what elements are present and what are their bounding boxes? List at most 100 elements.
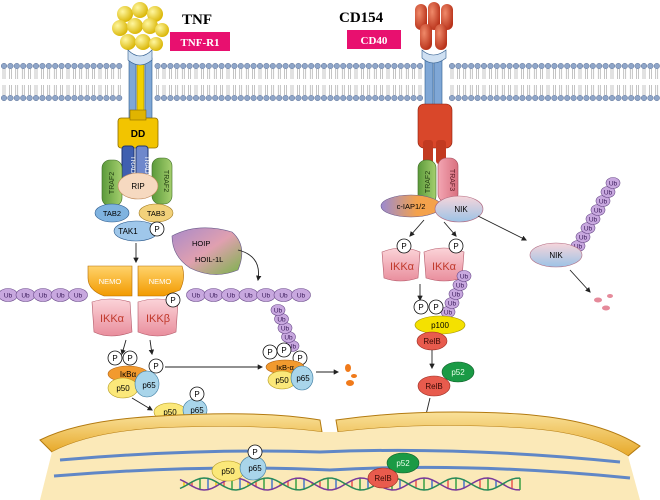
lipid-head: [609, 63, 616, 70]
lipid-head: [340, 94, 347, 101]
lipid-head: [461, 63, 468, 70]
lipid-head: [532, 63, 539, 70]
svg-text:Ub: Ub: [456, 283, 465, 290]
lipid-head: [71, 94, 78, 101]
lipid-head: [237, 94, 244, 101]
lipid-head: [493, 63, 500, 70]
svg-text:Ub: Ub: [594, 208, 603, 215]
ubiquitin-chain-bead: Ub: [186, 288, 206, 302]
nucleus: [39, 411, 641, 500]
nik-free: NIK: [529, 242, 583, 268]
lipid-head: [468, 94, 475, 101]
lipid-head: [276, 94, 283, 101]
lipid-head: [109, 94, 116, 101]
lipid-head: [461, 94, 468, 101]
svg-text:IKKα: IKKα: [432, 261, 457, 273]
lipid-head: [289, 94, 296, 101]
lipid-head: [257, 94, 264, 101]
lipid-head: [404, 94, 411, 101]
degraded-fragments-left: [345, 364, 357, 386]
lipid-head: [589, 63, 596, 70]
svg-text:TRADD: TRADD: [129, 156, 136, 179]
lipid-head: [359, 63, 366, 70]
lipid-head: [583, 63, 590, 70]
lipid-head: [237, 63, 244, 70]
lipid-head: [397, 63, 404, 70]
svg-text:NEMO: NEMO: [99, 277, 122, 286]
svg-text:Ub: Ub: [584, 226, 593, 233]
svg-text:Ub: Ub: [21, 293, 30, 300]
svg-text:Ub: Ub: [227, 293, 236, 300]
phospho-ikkb: P: [165, 292, 181, 308]
lipid-head: [474, 63, 481, 70]
lipid-head: [33, 63, 40, 70]
lipid-head: [346, 94, 353, 101]
lipid-head: [417, 63, 424, 70]
svg-text:Ub: Ub: [599, 199, 608, 206]
lipid-head: [154, 63, 161, 70]
lipid-head: [26, 94, 33, 101]
lipid-head: [33, 94, 40, 101]
svg-text:Ub: Ub: [288, 344, 297, 351]
lipid-head: [551, 94, 558, 101]
svg-text:P: P: [401, 242, 406, 251]
svg-text:P: P: [154, 225, 159, 234]
lipid-head: [327, 94, 334, 101]
lipid-head: [1, 63, 7, 70]
arrow-hoip-ub: [237, 249, 262, 282]
lipid-head: [199, 63, 206, 70]
lipid-head: [525, 94, 532, 101]
lipid-head: [455, 94, 462, 101]
lipid-head: [506, 94, 513, 101]
lipid-head: [192, 94, 199, 101]
svg-text:TRAF2: TRAF2: [162, 170, 169, 192]
lipid-head: [205, 94, 212, 101]
lipid-head: [192, 63, 199, 70]
lipid-head: [500, 63, 507, 70]
svg-text:IKKα: IKKα: [390, 261, 415, 273]
svg-text:Ub: Ub: [448, 301, 457, 308]
lipid-head: [653, 63, 660, 70]
lipid-head: [404, 63, 411, 70]
arrow-ikk-ikba: [120, 339, 127, 356]
svg-text:RelB: RelB: [425, 382, 442, 391]
svg-text:NEMO: NEMO: [149, 277, 172, 286]
lipid-head: [116, 94, 123, 101]
cd40-intracellular: [417, 103, 453, 164]
lipid-head: [474, 94, 481, 101]
lipid-head: [314, 63, 321, 70]
lipid-head: [7, 94, 14, 101]
lipid-head: [282, 94, 289, 101]
lipid-head: [493, 94, 500, 101]
lipid-head: [103, 94, 110, 101]
lipid-head: [212, 63, 219, 70]
svg-text:p65: p65: [190, 406, 204, 415]
svg-text:Ub: Ub: [452, 292, 461, 299]
svg-text:Ub: Ub: [192, 293, 201, 300]
ubiquitin-stack-bead: Ub: [456, 270, 472, 282]
svg-text:TRADD: TRADD: [143, 156, 150, 179]
lipid-head: [212, 94, 219, 101]
lipid-head: [84, 94, 91, 101]
svg-text:TAK1: TAK1: [118, 227, 138, 236]
arrow-release-dimer: [131, 397, 153, 411]
lipid-head: [519, 94, 526, 101]
cd40-label: CD40: [361, 35, 388, 47]
lipid-head: [353, 94, 360, 101]
lipid-head: [653, 94, 660, 101]
lipid-head: [276, 63, 283, 70]
svg-text:TRAF2: TRAF2: [109, 172, 116, 194]
lipid-head: [487, 94, 494, 101]
ikba-complex-2: IκB-α p50 p65: [265, 359, 314, 391]
p50-p65-nucleus: p50 p65 P: [211, 444, 267, 482]
svg-text:P: P: [297, 354, 302, 363]
p52-relb-cytoplasm: p52 RelB: [417, 361, 475, 397]
phospho-ikba-1: P P P: [107, 350, 164, 374]
lipid-head: [1, 94, 7, 101]
phospho-p100: P P: [413, 299, 444, 315]
svg-text:P: P: [153, 362, 158, 371]
lipid-head: [621, 63, 628, 70]
nemo-left: NEMO: [87, 265, 133, 297]
lipid-head: [410, 63, 417, 70]
